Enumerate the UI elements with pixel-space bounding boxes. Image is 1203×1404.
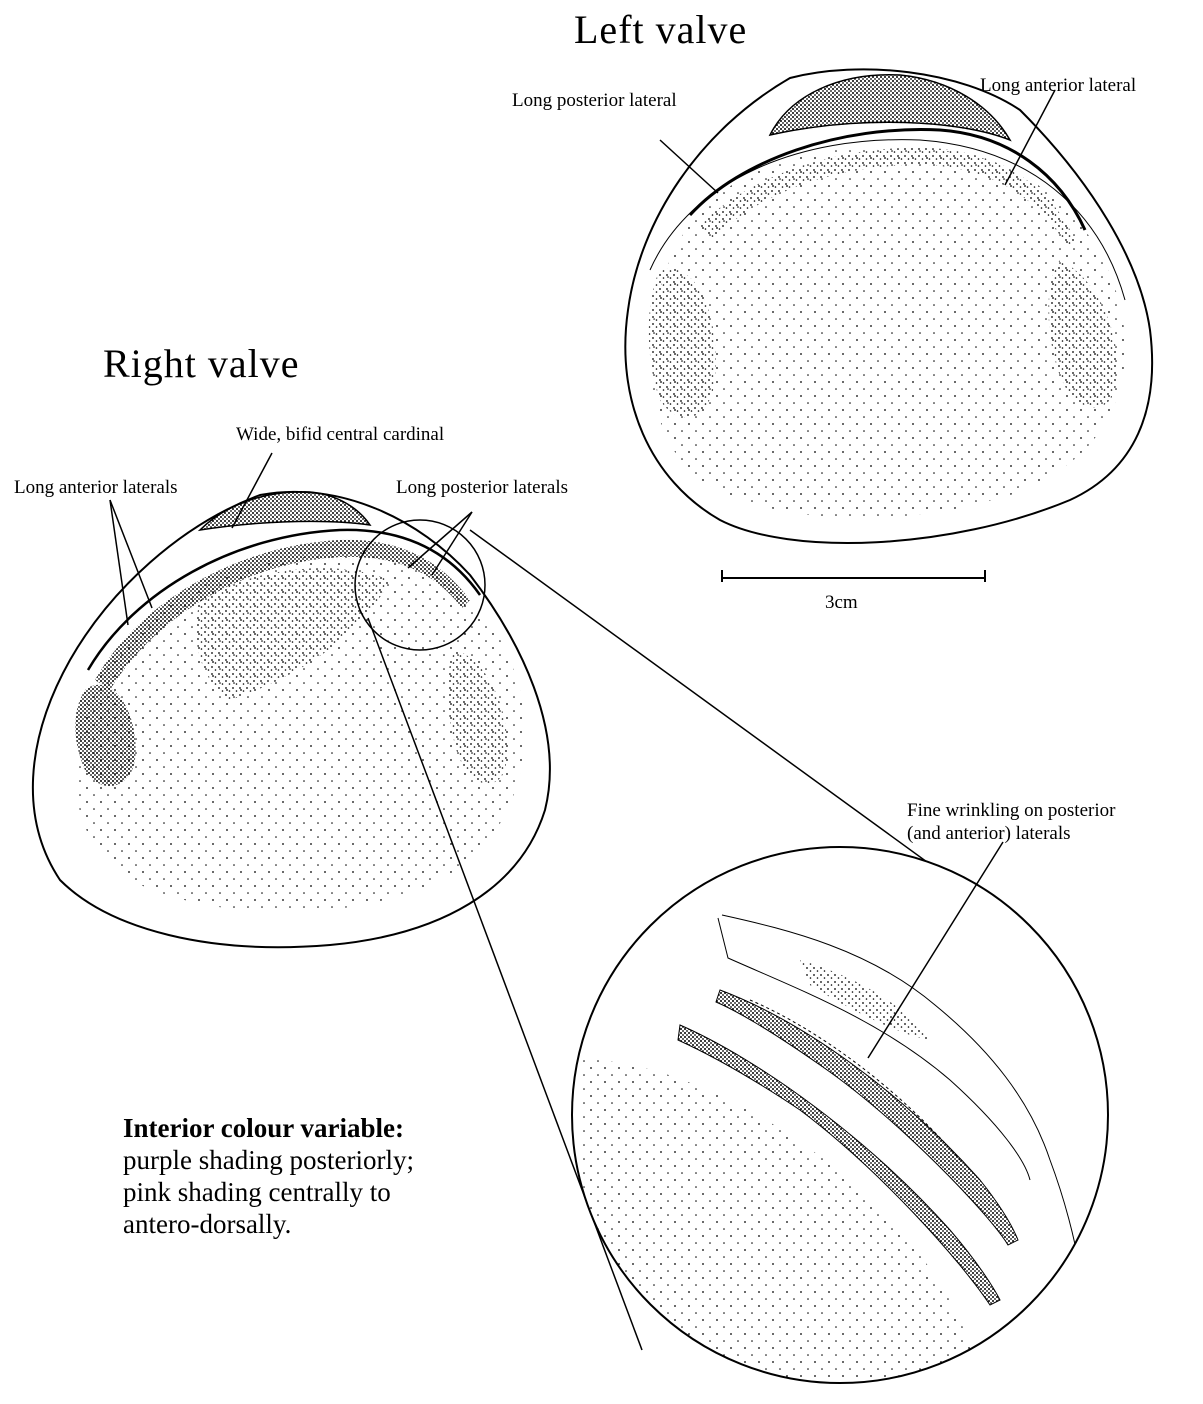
interior-colour-note: Interior colour variable: purple shading…: [123, 1112, 414, 1240]
zoom-detail: [572, 847, 1108, 1400]
label-right-long-anterior-laterals: Long anterior laterals: [14, 477, 178, 499]
right-valve-title: Right valve: [103, 340, 300, 387]
left-valve-title: Left valve: [574, 6, 747, 53]
label-fine-wrinkling-line1: Fine wrinkling on posterior: [907, 800, 1115, 822]
right-valve-drawing: [33, 492, 550, 947]
label-fine-wrinkling-line2: (and anterior) laterals: [907, 823, 1071, 845]
zoom-connector-top: [470, 530, 1000, 915]
note-heading: Interior colour variable:: [123, 1112, 414, 1144]
left-valve-drawing: [625, 69, 1152, 543]
note-line-1: purple shading posteriorly;: [123, 1144, 414, 1176]
scale-bar-label: 3cm: [825, 592, 858, 614]
label-right-central-cardinal: Wide, bifid central cardinal: [236, 424, 444, 446]
note-line-3: antero-dorsally.: [123, 1208, 414, 1240]
note-line-2: pink shading centrally to: [123, 1176, 414, 1208]
label-left-long-posterior-lateral: Long posterior lateral: [512, 90, 677, 112]
label-right-long-posterior-laterals: Long posterior laterals: [396, 477, 568, 499]
label-left-long-anterior-lateral: Long anterior lateral: [980, 75, 1136, 97]
scale-bar: [722, 570, 985, 582]
